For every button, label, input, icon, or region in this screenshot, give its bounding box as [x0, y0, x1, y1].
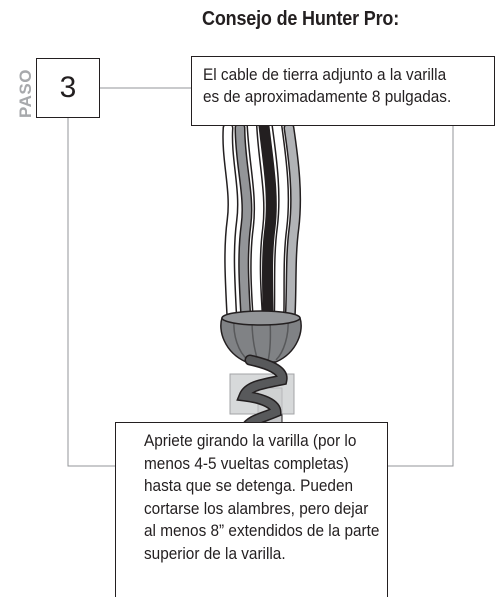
instruction-line-3: hasta que se detenga. Pueden [144, 477, 354, 496]
wire-nut [220, 310, 302, 363]
tip-callout: El cable de tierra adjunto a la varilla … [191, 56, 495, 126]
tip-line-2: es de aproximadamente 8 pulgadas. [203, 88, 452, 106]
tip-heading: Consejo de Hunter Pro: [202, 8, 400, 30]
step-number: 3 [36, 58, 100, 118]
instruction-callout: Apriete girando la varilla (por lo menos… [115, 422, 388, 597]
tip-line-1: El cable de tierra adjunto a la varilla [203, 66, 447, 84]
instruction-line-5: al menos 8” extendidos de la parte [144, 522, 380, 541]
connector-lines [67, 87, 454, 467]
instruction-line-2: menos 4-5 vueltas completas) [144, 454, 349, 473]
ground-wire-spiral [236, 354, 288, 434]
instruction-line-4: cortarse los alambres, pero dejar [144, 499, 369, 518]
wire-bundle [222, 120, 302, 326]
instruction-line-6: superior de la varilla. [144, 544, 286, 563]
instruction-line-1: Apriete girando la varilla (por lo [144, 432, 357, 450]
